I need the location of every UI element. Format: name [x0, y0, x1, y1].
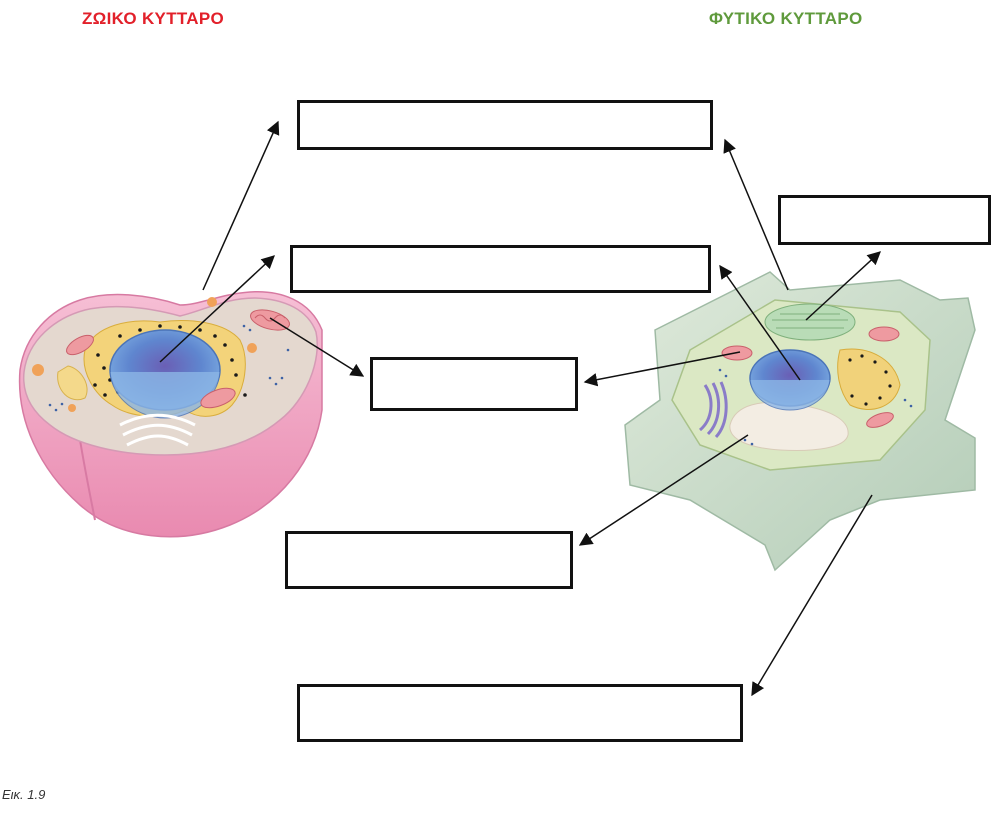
figure-caption: Εικ. 1.9 [2, 787, 46, 802]
animal-cell-title: ΖΩΙΚΟ ΚΥΤΤΑΡΟ [82, 9, 225, 28]
arrow-plant-vacuole-to-box-5 [578, 434, 749, 546]
label-box-5[interactable] [285, 531, 573, 589]
plant-golgi [698, 381, 728, 439]
animal-mitochondrion [250, 309, 290, 331]
plant-cell [624, 271, 976, 572]
pointer-arrows [159, 120, 881, 697]
label-box-4[interactable] [778, 195, 991, 245]
arrow-animal-mito-to-box-3 [269, 317, 365, 377]
label-box-3[interactable] [370, 357, 578, 411]
arrow-animal-to-box-1 [202, 120, 280, 291]
arrow-plant-nucleus-to-box-2 [719, 264, 801, 381]
label-box-6[interactable] [297, 684, 743, 742]
plant-chloroplast [764, 303, 856, 341]
arrow-plant-chloroplast-to-box-4 [805, 251, 881, 321]
label-box-2[interactable] [290, 245, 711, 293]
arrow-plant-wall-to-box-1 [723, 138, 789, 291]
plant-cell-title: ΦΥΤΙΚΟ ΚΥΤΤΑΡΟ [709, 9, 863, 28]
plant-vacuole [729, 401, 849, 451]
animal-golgi [119, 413, 196, 447]
arrow-plant-mito-to-box-3 [583, 351, 741, 387]
arrow-animal-nucleus-to-box-2 [159, 255, 275, 363]
animal-cell [18, 291, 323, 538]
label-box-1[interactable] [297, 100, 713, 150]
arrow-plant-wall-to-box-6 [751, 494, 873, 697]
